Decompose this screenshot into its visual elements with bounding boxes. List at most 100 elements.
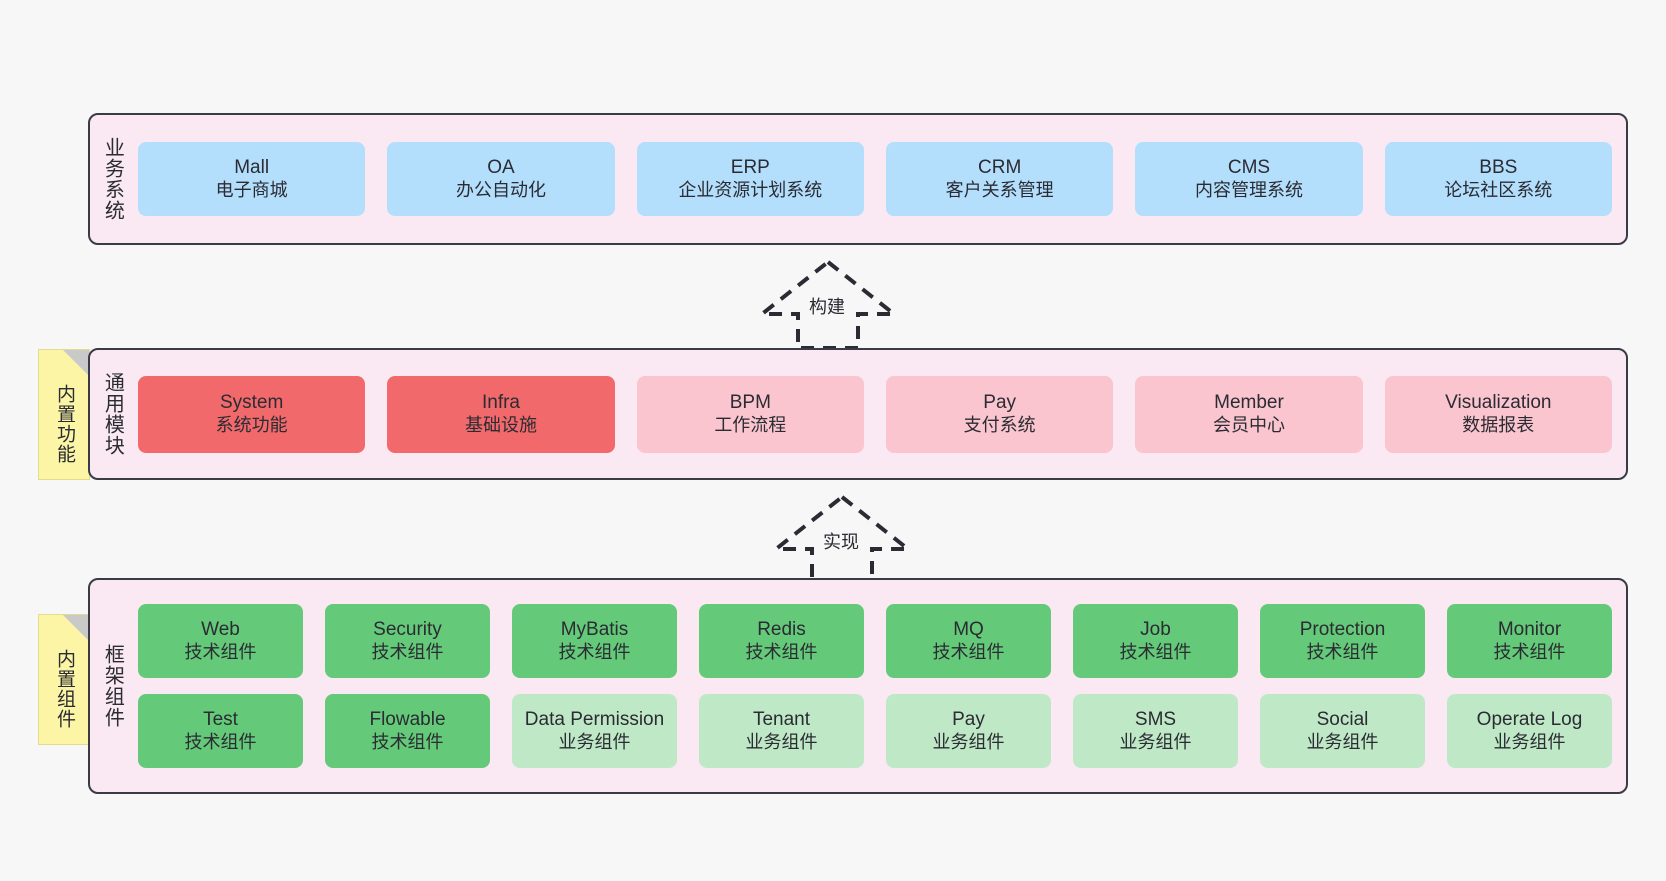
card-subtitle: 技术组件 [1306, 641, 1379, 662]
card-subtitle: 技术组件 [1119, 641, 1192, 662]
card-row: Mall 电子商城 OA 办公自动化 ERP 企业资源计划系统 CRM 客户关系… [138, 142, 1612, 216]
card-title: Operate Log [1476, 709, 1583, 731]
card-test[interactable]: Test 技术组件 [138, 694, 303, 768]
connector-implement-label: 实现 [823, 532, 859, 552]
card-job[interactable]: Job 技术组件 [1073, 604, 1238, 678]
card-oa[interactable]: OA 办公自动化 [387, 142, 615, 216]
card-erp[interactable]: ERP 企业资源计划系统 [636, 142, 864, 216]
card-member[interactable]: Member 会员中心 [1135, 375, 1363, 453]
layer-title-business-system: 业务系统 [101, 137, 124, 221]
card-subtitle: 技术组件 [184, 731, 257, 752]
card-monitor[interactable]: Monitor 技术组件 [1447, 604, 1612, 678]
card-title: Mall [234, 157, 270, 179]
card-subtitle: 技术组件 [1493, 641, 1566, 662]
card-title: Test [203, 709, 238, 731]
card-cms[interactable]: CMS 内容管理系统 [1135, 142, 1363, 216]
card-title: CRM [978, 157, 1022, 179]
card-title: Security [373, 619, 442, 641]
card-mall[interactable]: Mall 电子商城 [138, 142, 366, 216]
card-visualization[interactable]: Visualization 数据报表 [1384, 375, 1612, 453]
card-subtitle: 内容管理系统 [1194, 179, 1303, 200]
card-subtitle: 技术组件 [932, 641, 1005, 662]
layer-framework-component: 框架组件 Web 技术组件 Security 技术组件 MyBatis 技术组件… [88, 578, 1628, 794]
card-title: Member [1214, 392, 1284, 414]
layer-body-business-system: Mall 电子商城 OA 办公自动化 ERP 企业资源计划系统 CRM 客户关系… [134, 115, 1626, 243]
note-builtin-component: 内置组件 [38, 614, 90, 745]
card-title: Web [201, 619, 240, 641]
card-pay-module[interactable]: Pay 支付系统 [885, 375, 1114, 453]
card-title: Tenant [752, 709, 811, 731]
card-title: BBS [1479, 157, 1518, 179]
card-protection[interactable]: Protection 技术组件 [1260, 604, 1425, 678]
card-system[interactable]: System 系统功能 [138, 375, 366, 453]
card-subtitle: 系统功能 [215, 414, 288, 435]
card-title: Redis [757, 619, 806, 641]
note-label: 内置组件 [53, 648, 75, 729]
card-subtitle: 业务组件 [932, 731, 1005, 752]
card-pay-component[interactable]: Pay 业务组件 [886, 694, 1051, 768]
card-subtitle: 办公自动化 [455, 179, 546, 200]
card-crm[interactable]: CRM 客户关系管理 [885, 142, 1114, 216]
card-subtitle: 技术组件 [371, 731, 444, 752]
card-tenant[interactable]: Tenant 业务组件 [699, 694, 864, 768]
card-subtitle: 业务组件 [1119, 731, 1192, 752]
card-subtitle: 论坛社区系统 [1444, 179, 1553, 200]
card-title: ERP [730, 157, 770, 179]
card-subtitle: 客户关系管理 [945, 179, 1054, 200]
card-title: MQ [953, 619, 984, 641]
card-subtitle: 技术组件 [184, 641, 257, 662]
card-title: Protection [1299, 619, 1386, 641]
card-flowable[interactable]: Flowable 技术组件 [325, 694, 490, 768]
card-subtitle: 基础设施 [464, 414, 537, 435]
card-bpm[interactable]: BPM 工作流程 [636, 375, 864, 453]
card-mq[interactable]: MQ 技术组件 [886, 604, 1051, 678]
card-subtitle: 业务组件 [1306, 731, 1379, 752]
card-bbs[interactable]: BBS 论坛社区系统 [1384, 142, 1612, 216]
note-builtin-function: 内置功能 [38, 349, 90, 480]
card-redis[interactable]: Redis 技术组件 [699, 604, 864, 678]
note-label: 内置功能 [53, 383, 75, 464]
card-social[interactable]: Social 业务组件 [1260, 694, 1425, 768]
layer-title-common-module: 通用模块 [101, 372, 124, 456]
card-data-permission[interactable]: Data Permission 业务组件 [512, 694, 677, 768]
card-mybatis[interactable]: MyBatis 技术组件 [512, 604, 677, 678]
card-subtitle: 技术组件 [745, 641, 818, 662]
card-title: Infra [481, 392, 520, 414]
card-title: OA [487, 157, 515, 179]
card-web[interactable]: Web 技术组件 [138, 604, 303, 678]
card-title: Pay [983, 392, 1017, 414]
card-title: Monitor [1497, 619, 1562, 641]
layer-body-framework-component: Web 技术组件 Security 技术组件 MyBatis 技术组件 Redi… [134, 580, 1626, 792]
card-subtitle: 电子商城 [215, 179, 288, 200]
card-title: System [219, 392, 284, 414]
card-title: Job [1140, 619, 1171, 641]
card-subtitle: 技术组件 [371, 641, 444, 662]
card-row: System 系统功能 Infra 基础设施 BPM 工作流程 Pay 支付系统… [138, 375, 1612, 453]
card-subtitle: 会员中心 [1212, 414, 1285, 435]
card-title: Pay [952, 709, 985, 731]
card-subtitle: 业务组件 [745, 731, 818, 752]
card-title: MyBatis [560, 619, 629, 641]
card-operate-log[interactable]: Operate Log 业务组件 [1447, 694, 1612, 768]
card-title: Flowable [369, 709, 446, 731]
card-infra[interactable]: Infra 基础设施 [387, 375, 615, 453]
card-subtitle: 业务组件 [1493, 731, 1566, 752]
layer-body-common-module: System 系统功能 Infra 基础设施 BPM 工作流程 Pay 支付系统… [134, 350, 1626, 478]
card-subtitle: 支付系统 [963, 414, 1036, 435]
card-subtitle: 工作流程 [714, 414, 787, 435]
card-subtitle: 企业资源计划系统 [678, 179, 823, 200]
connector-build-label: 构建 [809, 297, 845, 317]
layer-common-module: 通用模块 System 系统功能 Infra 基础设施 BPM 工作流程 Pay… [88, 348, 1628, 480]
layer-business-system: 业务系统 Mall 电子商城 OA 办公自动化 ERP 企业资源计划系统 CRM… [88, 113, 1628, 245]
card-title: SMS [1134, 709, 1177, 731]
card-sms[interactable]: SMS 业务组件 [1073, 694, 1238, 768]
card-title: CMS [1227, 157, 1271, 179]
card-subtitle: 技术组件 [558, 641, 631, 662]
card-title: BPM [729, 392, 771, 414]
card-row: Web 技术组件 Security 技术组件 MyBatis 技术组件 Redi… [138, 604, 1612, 678]
card-title: Data Permission [524, 709, 665, 731]
card-security[interactable]: Security 技术组件 [325, 604, 490, 678]
card-subtitle: 数据报表 [1462, 414, 1535, 435]
card-title: Visualization [1445, 392, 1552, 414]
